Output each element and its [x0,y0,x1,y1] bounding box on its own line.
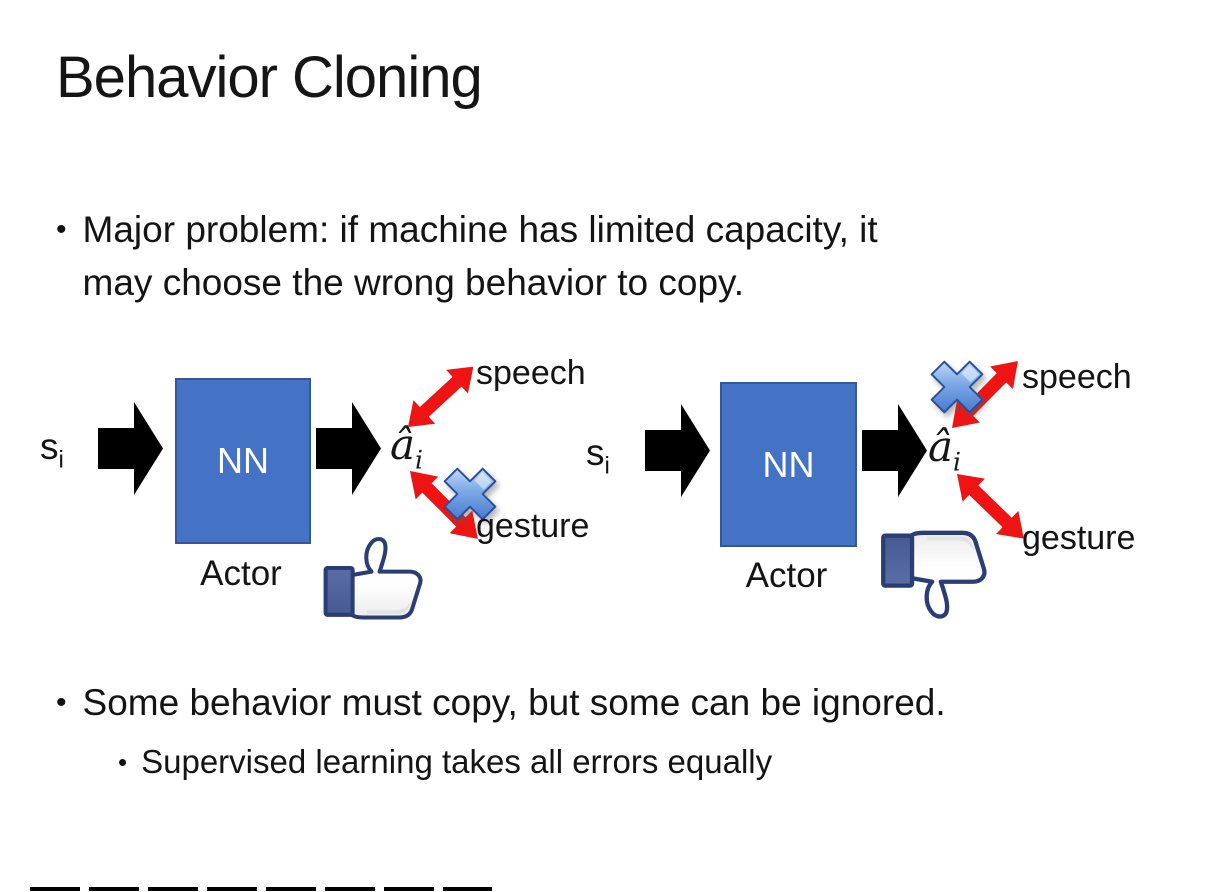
gesture-label-right: gesture [1022,519,1136,557]
sub-bullet-supervised: • Supervised learning takes all errors e… [118,739,772,785]
input-state-label-left: si [40,426,64,474]
nn-label-right: NN [762,443,815,485]
output-action-label-left: âi [390,420,424,475]
slide-title: Behavior Cloning [56,45,483,110]
block-arrow-icon [862,402,928,499]
block-arrow-icon [316,400,382,497]
speech-label-right: speech [1022,358,1132,396]
input-state-label-right: si [586,432,610,480]
bullet-some-behavior: • Some behavior must copy, but some can … [56,676,1156,729]
bullet-dot: • [118,747,128,777]
speech-label-left: speech [476,354,586,392]
bullet-dot: • [56,213,67,246]
bullet-line-1: Major problem: if machine has limited ca… [82,209,878,250]
thumbs-down-icon [876,528,998,624]
gesture-label-left: gesture [476,507,590,545]
bullet-dot: • [56,686,67,719]
actor-label-left: Actor [200,554,282,593]
thumbs-up-icon [322,532,430,622]
bullet-major-problem-text: Major problem: if machine has limited ca… [83,203,878,309]
bullet-major-problem: • Major problem: if machine has limited … [56,203,1136,309]
double-arrow-speech-icon [396,354,484,439]
block-arrow-icon [645,402,711,499]
nn-label-left: NN [217,440,269,481]
bullet-line-2: may choose the wrong behavior to copy. [82,262,745,303]
nn-box-right: NN [720,382,857,547]
cross-out-icon-right [925,355,989,419]
nn-box-left: NN [175,378,311,544]
output-action-label-right: âi [928,422,962,477]
sub-bullet-supervised-text: Supervised learning takes all errors equ… [141,743,773,780]
clipped-content-artifact [30,887,492,891]
actor-label-right: Actor [745,556,828,595]
bullet-some-behavior-text: Some behavior must copy, but some can be… [82,682,946,723]
block-arrow-icon [98,400,164,497]
